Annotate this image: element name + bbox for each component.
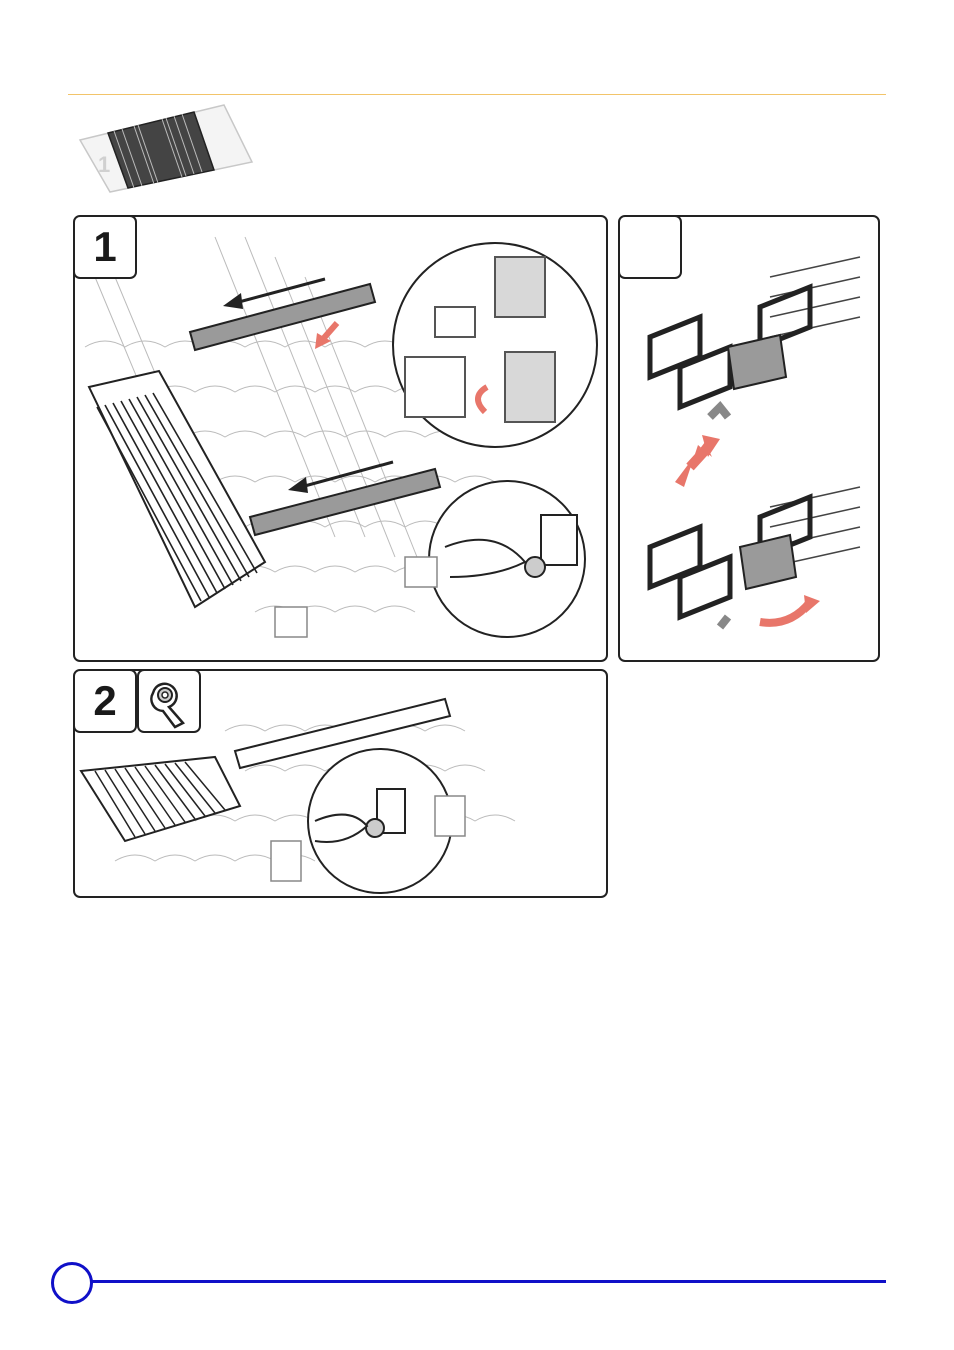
step-1-panel: 1 [73,215,608,662]
step-1-number: 1 [93,226,116,268]
step-2-panel: 2 [73,669,608,898]
detail-badge [618,215,682,279]
wrench-icon [139,671,199,731]
page-number-circle [51,1262,93,1304]
footer-rule [88,1280,886,1283]
overview-thumbnail: 1 [74,100,264,200]
tool-badge [137,669,201,733]
step-2-badge: 2 [73,669,137,733]
step-2-number: 2 [93,680,116,722]
thumbnail-step-label: 1 [98,152,110,177]
detail-panel [618,215,880,662]
step-1-badge: 1 [73,215,137,279]
header-rule [68,94,886,95]
